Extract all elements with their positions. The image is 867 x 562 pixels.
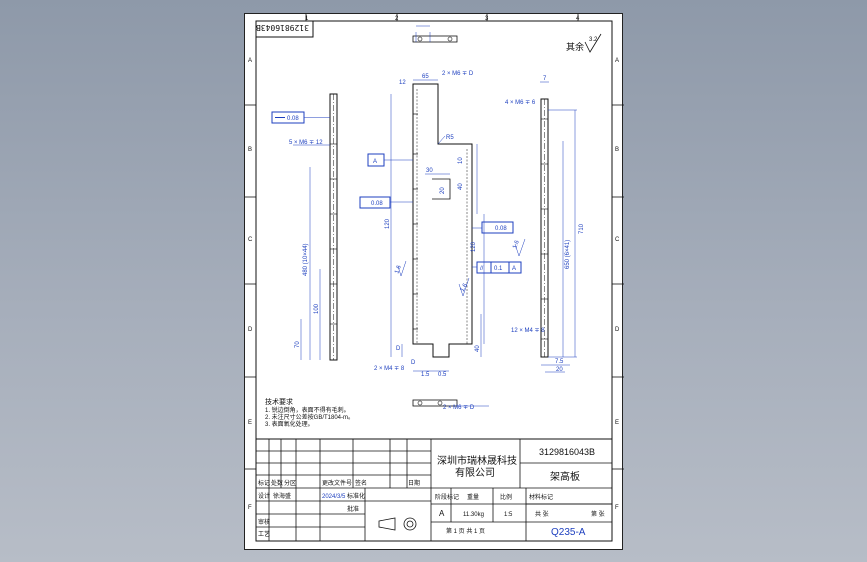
zone-letter-d: D (248, 327, 253, 333)
right-dim-total: 710 (579, 223, 585, 234)
zone-num-1: 1 (305, 16, 309, 22)
main-view (359, 25, 522, 407)
main-flat-tol: 0.08 (371, 201, 383, 207)
zone-letter-a-right: A (615, 58, 619, 64)
zone-letter-c-right: C (615, 237, 620, 243)
zone-ticks (245, 14, 624, 470)
company-line-2: 有限公司 (455, 466, 495, 479)
main-datum: A (373, 159, 377, 165)
zone-num-2: 2 (395, 16, 399, 22)
zone-letter-e: E (248, 420, 252, 426)
main-dim-120: 120 (385, 218, 391, 229)
main-flat-tol-right: 0.08 (495, 226, 507, 232)
right-dim-b: 20 (556, 367, 563, 373)
zone-letter-b-right: B (615, 147, 619, 153)
material: Q235-A (551, 527, 586, 538)
main-rough-b: 1.6 (460, 282, 470, 293)
main-bottom-holes: 2 × M4 ∓ 8 (374, 366, 405, 372)
main-par-datum: A (512, 266, 516, 272)
main-rough-a: 1.6 (394, 264, 403, 275)
left-dim-bottom: 70 (295, 341, 301, 348)
roughness-symbol: 其余 3.2 (566, 33, 602, 53)
drawing-sheet: 1 2 3 4 A B C D E F A B C D E F 31298160… (244, 13, 624, 550)
right-rough: 1.6 (512, 239, 521, 250)
zone-letter-d-right: D (615, 327, 620, 333)
zone-num-4: 4 (576, 16, 580, 22)
zone-num-3: 3 (485, 16, 489, 22)
main-dim-10: 10 (458, 157, 464, 164)
material-right: 材料标记 (529, 493, 553, 501)
stage-value: A (439, 509, 445, 518)
design-label: 设计 (258, 492, 270, 500)
title-block (255, 438, 613, 542)
left-dim-mid: 100 (314, 303, 320, 314)
main-dim-120b: 120 (471, 241, 477, 252)
main-top-holes: 2 × M6 ∓ D (442, 71, 474, 77)
zone-letter-b: B (248, 147, 252, 153)
main-dim-30: 30 (426, 168, 433, 174)
main-dim-top-width: 65 (422, 74, 429, 80)
main-par-sym: // (480, 266, 484, 272)
bottom-view-holes: 2 × M6 ∓ D (443, 405, 475, 411)
right-holes-bottom: 12 × M4 ∓ 8 (511, 328, 545, 334)
drawing-number-box (255, 20, 314, 38)
main-dim-20: 20 (440, 187, 446, 194)
approve-label: 批准 (347, 505, 359, 513)
right-dim-top: 7 (543, 76, 547, 82)
main-dim-top-left: 12 (399, 80, 406, 86)
right-holes-top: 4 × M6 ∓ 6 (505, 100, 536, 106)
scale-value: 1:5 (504, 512, 513, 518)
scale-label: 比例 (500, 493, 512, 501)
main-dim-d: D (411, 360, 416, 366)
row-label-3: 更改文件号 (322, 479, 352, 487)
right-view (514, 81, 577, 373)
design-date: 2024/3/5 (322, 494, 346, 500)
row-label-2: 分区 (284, 479, 296, 487)
sheet-small: 共 张 (535, 510, 549, 518)
weight-label: 重量 (467, 493, 479, 501)
zone-letter-f-right: F (615, 505, 619, 511)
design-name: 徐海盛 (273, 492, 291, 500)
main-radius: R5 (446, 135, 454, 141)
zone-letter-a: A (248, 58, 252, 64)
row-label-1: 处数 (271, 479, 283, 487)
main-par-tol: 0.1 (494, 266, 503, 272)
drawing-number-corner: 3129816043B (256, 23, 309, 32)
right-dim-a: 7.5 (555, 359, 564, 365)
title-drawing-no: 3129816043B (539, 447, 595, 457)
process-label: 工艺 (258, 530, 270, 538)
notes-line-2: 2. 未注尺寸公差按GB/T1804-m。 (265, 413, 354, 421)
review-label: 审核 (258, 518, 270, 526)
zone-letter-f: F (248, 505, 252, 511)
stage-label: 阶段标记 (435, 493, 459, 501)
main-dim-40: 40 (458, 183, 464, 190)
main-dim-bottom-b: 0.5 (438, 372, 447, 378)
sheet-small-2: 第 张 (591, 510, 605, 518)
svg-text:其余: 其余 (566, 41, 584, 52)
weight-value: 11.30kg (463, 512, 484, 518)
main-dim-d-left: D (396, 346, 401, 352)
company-line-1: 深圳市瑞林晟科技 (437, 454, 517, 467)
row-label-5: 日期 (408, 479, 420, 487)
notes-title: 技术要求 (265, 397, 293, 406)
svg-text:3.2: 3.2 (589, 37, 598, 43)
standardize-label: 标准化 (347, 492, 365, 500)
left-view (271, 93, 338, 361)
zone-letter-e-right: E (615, 420, 619, 426)
left-tol-flat: 0.08 (287, 116, 299, 122)
main-dim-40b: 40 (475, 345, 481, 352)
zone-letter-c: C (248, 237, 253, 243)
main-dim-bottom-a: 1.5 (421, 372, 430, 378)
left-dim-total: 480 (10×44) (303, 243, 309, 276)
row-label-0: 标记 (258, 479, 270, 487)
notes-line-1: 1. 锐边倒角，表面不得有毛刺。 (265, 406, 350, 414)
sheet-info: 第 1 页 共 1 页 (446, 527, 485, 535)
right-dim-holes: 650 (6×41) (565, 240, 571, 269)
row-label-4: 签名 (355, 479, 367, 487)
left-holes-callout: 5 × M6 ∓ 12 (289, 140, 323, 146)
notes-line-3: 3. 表面氧化处理。 (265, 420, 314, 428)
title-part-name: 架高板 (550, 470, 580, 483)
